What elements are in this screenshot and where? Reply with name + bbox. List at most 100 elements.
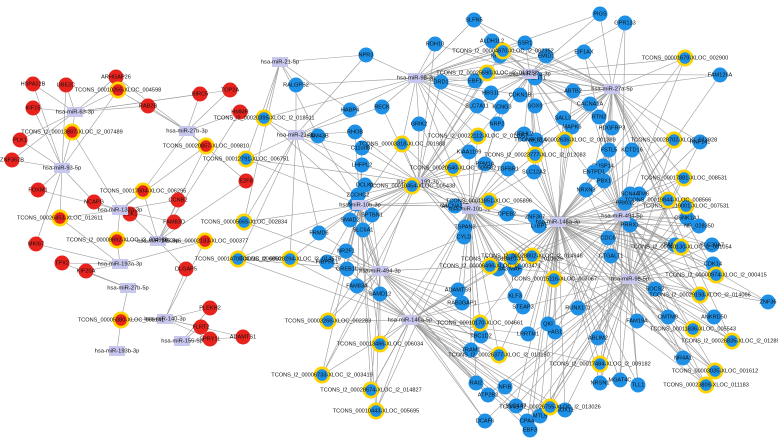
gene-node-nrp2[interactable] (489, 116, 505, 132)
gene-node-rab2b[interactable] (140, 98, 156, 114)
gene-node-cmtm8[interactable] (660, 309, 676, 325)
gene-node-scn4a[interactable] (622, 186, 638, 202)
gene-node-ncapg[interactable] (86, 194, 102, 210)
gene-node-reck[interactable] (374, 99, 390, 115)
gene-node-kif20a[interactable] (78, 263, 94, 279)
mirna-node-hsa-mir-27a-5p[interactable] (604, 84, 620, 94)
mirna-node-hsa-mir-98-5p[interactable] (622, 274, 638, 284)
gene-node-sox9[interactable] (527, 98, 543, 114)
gene-node-drd1[interactable] (433, 74, 449, 90)
gene-node-hmmr[interactable] (232, 104, 248, 120)
gene-node-slc30a7[interactable] (704, 237, 720, 253)
gene-node-cpeb2[interactable] (499, 206, 515, 222)
gene-node-steap3[interactable] (515, 299, 531, 315)
gene-node-plekh2[interactable] (202, 300, 218, 316)
gene-node-ebf3[interactable] (522, 422, 538, 438)
gene-node-nr-028350[interactable] (691, 218, 707, 234)
gene-node-mki67[interactable] (28, 236, 44, 252)
gene-node-grhl2[interactable] (516, 126, 532, 142)
gene-node-pigs[interactable] (592, 6, 608, 22)
mirna-node-hsa-mir-145-5p[interactable] (150, 236, 166, 246)
gene-node-gpr133[interactable] (617, 15, 633, 31)
gene-node-cdc6[interactable] (600, 230, 616, 246)
gene-node-mapk6[interactable] (564, 119, 580, 135)
gene-node-top2a[interactable] (222, 82, 238, 98)
gene-node-kcng3[interactable] (494, 99, 510, 115)
gene-node-rai2[interactable] (468, 375, 484, 391)
gene-node-klf3[interactable] (507, 288, 523, 304)
gene-node-slc7a11[interactable] (469, 98, 485, 114)
mirna-node-hsa-mir-63-3p[interactable] (67, 107, 83, 117)
gene-node-kif15[interactable] (25, 100, 41, 116)
mirna-node-hsa-mir-10b-3p[interactable] (352, 200, 368, 210)
gene-node-samd12[interactable] (372, 286, 388, 302)
gene-node-socs2[interactable] (647, 281, 663, 297)
gene-node-mgat4c[interactable] (612, 372, 628, 388)
gene-node-entpd1[interactable] (586, 164, 602, 180)
gene-node-kiaa1199[interactable] (461, 144, 477, 160)
gene-node-adamts9[interactable] (450, 282, 466, 298)
gene-node-eif1ax[interactable] (576, 44, 592, 60)
gene-node-hspa12b[interactable] (25, 76, 41, 92)
gene-node-fam126a[interactable] (712, 67, 728, 83)
gene-node-plk1[interactable] (12, 132, 28, 148)
gene-node-nfib[interactable] (497, 379, 513, 395)
mirna-node-hsa-mir-93-5p[interactable] (54, 163, 70, 173)
gene-node-abtb2[interactable] (565, 83, 581, 99)
gene-node-fibprl1[interactable] (319, 254, 335, 270)
mirna-node-hsa-mir-193b-3p[interactable] (109, 346, 125, 356)
gene-node-tspan3[interactable] (457, 219, 473, 235)
gene-node-ebf1[interactable] (467, 73, 483, 89)
mirna-node-hsa-mir-146a-5p[interactable] (402, 315, 418, 325)
gene-node-znf36[interactable] (760, 294, 776, 310)
gene-node-prrx1[interactable] (622, 217, 638, 233)
gene-node-cacna2d1[interactable] (447, 198, 463, 214)
gene-node-adamts1[interactable] (235, 329, 251, 345)
mirna-node-hsa-mir-27a-3p[interactable] (522, 69, 538, 79)
mirna-node-hsa-mir-494-5p[interactable] (614, 211, 630, 221)
gene-node-dlgap5[interactable] (178, 261, 194, 277)
gene-node-pbx1[interactable] (596, 173, 612, 189)
gene-node-ctgalt1[interactable] (603, 248, 619, 264)
mirna-node-hsa-mir-193a-3p[interactable] (112, 259, 128, 269)
gene-node-atp2b2[interactable] (480, 387, 496, 403)
gene-node-znf367b[interactable] (4, 152, 20, 168)
gene-node-ablim2[interactable] (590, 330, 606, 346)
gene-node-spry1l[interactable] (202, 331, 218, 347)
gene-node-rdh10[interactable] (427, 36, 443, 52)
gene-node-rhob[interactable] (347, 124, 363, 140)
gene-node-anks1a[interactable] (528, 132, 544, 148)
mirna-node-hsa-mir-146a-3p[interactable] (550, 217, 566, 227)
gene-node-fstl5[interactable] (601, 142, 617, 158)
gene-node-tpx2[interactable] (54, 255, 70, 271)
mirna-node-hsa-mir-27b-3p[interactable] (179, 126, 195, 136)
gene-node-fam43b[interactable] (310, 128, 326, 144)
gene-node-grik2[interactable] (411, 116, 427, 132)
gene-node-rnf141[interactable] (692, 134, 708, 150)
gene-node-slc4a7[interactable] (508, 398, 524, 414)
gene-node-qki[interactable] (540, 316, 556, 332)
gene-node-csnk1a1[interactable] (679, 210, 695, 226)
mirna-node-hsa-mir-10b-5p[interactable] (462, 204, 478, 214)
mirna-node-hsa-mir-155-5p[interactable] (174, 336, 190, 346)
gene-node-sptbn1[interactable] (364, 207, 380, 223)
gene-node-e2f8[interactable] (238, 173, 254, 189)
gene-node-tbc1d2[interactable] (473, 328, 489, 344)
gene-node-birc5[interactable] (192, 86, 208, 102)
gene-node-c11orf87[interactable] (354, 140, 370, 156)
gene-node-hbs1l[interactable] (483, 85, 499, 101)
mirna-node-hsa-mir-27b-5p[interactable] (120, 283, 136, 293)
gene-node-emid1[interactable] (538, 48, 554, 64)
gene-node-lrrtm1[interactable] (520, 326, 536, 342)
gene-node-fam83d[interactable] (166, 214, 182, 230)
gene-node-foxm1[interactable] (30, 182, 46, 198)
mirna-node-hsa-mir-133a-3p[interactable] (112, 205, 128, 215)
gene-node-cdkn1b[interactable] (512, 87, 528, 103)
mirna-node-hsa-mir-494-3p[interactable] (372, 266, 388, 276)
gene-node-nr2f1[interactable] (338, 243, 354, 259)
gene-node-slfn5[interactable] (466, 12, 482, 28)
gene-node-arhgap26[interactable] (108, 69, 124, 85)
gene-node-flrt2[interactable] (193, 319, 209, 335)
gene-node-nrsn1[interactable] (592, 375, 608, 391)
gene-node-runx1t1[interactable] (570, 300, 586, 316)
